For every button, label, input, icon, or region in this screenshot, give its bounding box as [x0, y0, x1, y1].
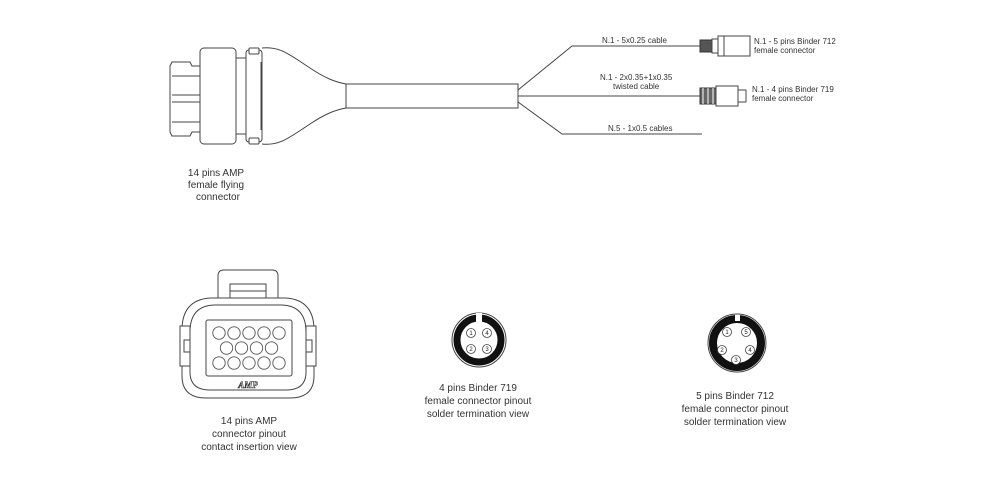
b712-pin-number: 2 [720, 348, 724, 354]
amp-pin [242, 356, 256, 370]
amp-pin [272, 356, 286, 370]
amp-pin [257, 326, 271, 340]
amp-pin [257, 356, 271, 370]
b712-pin-number: 1 [725, 330, 729, 336]
b712-caption-line2: female connector pinout [682, 404, 789, 415]
b712-pin-number: 5 [744, 330, 748, 336]
binder-712-plug [699, 35, 751, 57]
binder712-pin-grid: 1 5 2 4 3 [717, 327, 755, 365]
b719-caption-line3: solder termination view [427, 409, 530, 420]
b719-pin-number: 1 [469, 331, 473, 337]
cable-label-5x025: N.1 - 5x0.25 cable [602, 36, 667, 45]
b712-pin-number: 3 [734, 358, 738, 364]
cable-label-twisted-line2: twisted cable [613, 82, 660, 91]
b712-pin [741, 327, 751, 337]
b719-pin-number: 2 [469, 347, 473, 353]
b719-pin [466, 344, 476, 354]
binder719-pin-grid: 1 4 2 3 [466, 328, 492, 354]
cable-assembly: N.1 - 5x0.25 cable N.1 - 2x0.35+1x0.35 t… [169, 35, 836, 203]
amp-logo: AMP [237, 380, 258, 390]
b712-pin [717, 345, 727, 355]
amp-pin [242, 326, 256, 340]
b719-pin-number: 4 [485, 331, 489, 337]
cable-label-twisted-line1: N.1 - 2x0.35+1x0.35 [600, 73, 673, 82]
branch-cable-5x025 [517, 45, 700, 91]
binder712-pinout: 1 5 2 4 3 5 pins Binder 712 female connector… [682, 313, 789, 428]
amp-pin [264, 341, 279, 355]
cable-label-1x05: N.5 - 1x0.5 cables [608, 124, 672, 133]
binder719-pinout: 1 4 2 3 4 pins Binder 719 female connector … [425, 312, 532, 420]
b712-pin-number: 4 [748, 348, 752, 354]
connector-label-712-line1: N.1 - 5 pins Binder 712 [754, 37, 836, 46]
amp-pin [212, 356, 226, 370]
b719-pin-number: 3 [485, 347, 489, 353]
connector-label-719-line2: female connector [752, 94, 814, 103]
branch-cable-1x05 [517, 101, 702, 135]
connector-label-712-line2: female connector [754, 46, 816, 55]
amp-pinout-caption-line3: contact insertion view [201, 442, 297, 453]
b719-pin [482, 328, 492, 338]
b712-pin [722, 327, 732, 337]
amp-pin [219, 341, 234, 355]
amp-pin [234, 341, 249, 355]
b712-caption-line3: solder termination view [684, 417, 787, 428]
b719-pin [482, 344, 492, 354]
b719-pin [466, 328, 476, 338]
b712-pin [745, 345, 755, 355]
flying-connector-caption-line2: female flying [188, 180, 244, 191]
flying-connector-caption-line3: connector [196, 192, 241, 203]
binder-719-plug [699, 85, 747, 107]
b712-caption-line1: 5 pins Binder 712 [696, 391, 774, 402]
flying-connector-caption-line1: 14 pins AMP [188, 168, 244, 179]
amp-pin [227, 326, 241, 340]
amp-pinout-caption-line2: connector pinout [212, 429, 286, 440]
amp-pin [212, 326, 226, 340]
amp-pinout-caption-line1: 14 pins AMP [221, 416, 277, 427]
b719-caption-line1: 4 pins Binder 719 [439, 383, 517, 394]
b712-pin [731, 355, 741, 365]
amp-pin [272, 326, 286, 340]
amp-pin [227, 356, 241, 370]
connector-label-719-line1: N.1 - 4 pins Binder 719 [752, 85, 834, 94]
amp-pin-grid [212, 326, 286, 370]
amp-flying-connector [169, 47, 519, 145]
amp-pin [249, 341, 264, 355]
b719-caption-line2: female connector pinout [425, 396, 532, 407]
amp14-pinout: AMP 14 pins AMP connector pinout contact… [179, 269, 317, 453]
